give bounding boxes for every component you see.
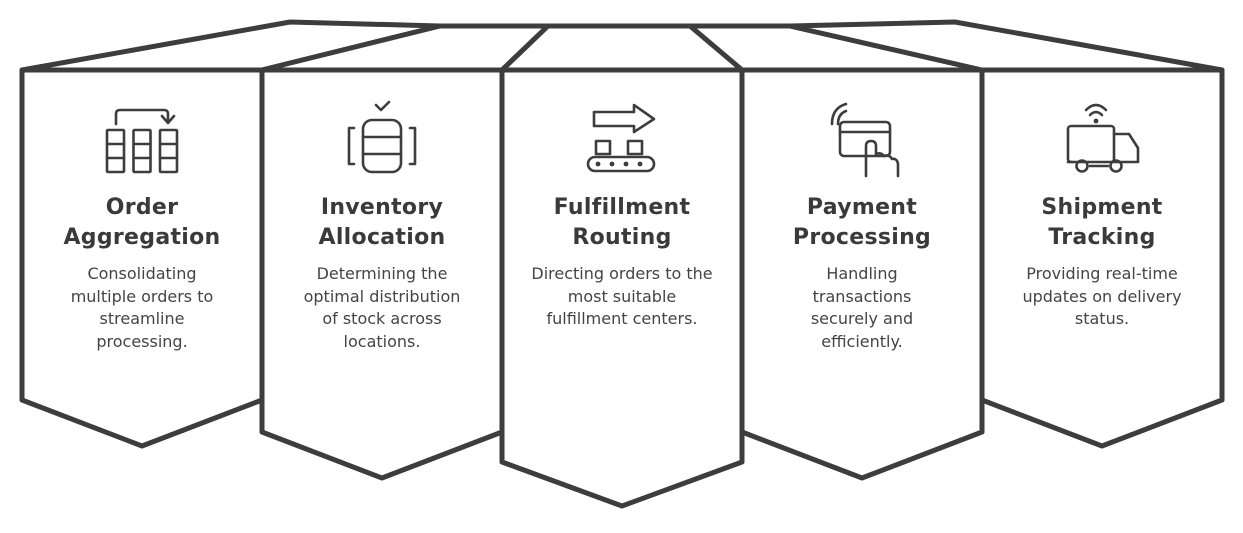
step-description: Providing real-time updates on delivery …: [1022, 264, 1182, 328]
payment-processing-icon: [830, 102, 900, 178]
step-title-line-2: Routing: [572, 225, 672, 250]
step-description: Consolidating multiple orders to streaml…: [70, 264, 214, 351]
step-fulfillment-routing: Fulfillment Routing Directing orders to …: [522, 193, 722, 331]
card-shape-3: [499, 67, 745, 509]
step-description: Determining the optimal distribution of …: [303, 264, 461, 351]
shipment-tracking-icon: [1066, 103, 1140, 173]
step-title-line-1: Shipment: [1041, 195, 1163, 220]
step-title: Shipment Tracking: [1002, 193, 1202, 253]
step-shipment-tracking: Shipment Tracking Providing real-time up…: [1002, 193, 1202, 331]
step-order-aggregation: Order Aggregation Consolidating multiple…: [42, 193, 242, 353]
step-title: Payment Processing: [762, 193, 962, 253]
step-description: Directing orders to the most suitable fu…: [531, 264, 713, 328]
diagram-roof: [19, 19, 1225, 73]
step-title-line-1: Order: [105, 195, 179, 220]
step-payment-processing: Payment Processing Handling transactions…: [762, 193, 962, 353]
step-title-line-2: Aggregation: [63, 225, 221, 250]
step-title-line-1: Inventory: [320, 195, 444, 220]
step-title-line-2: Allocation: [318, 225, 446, 250]
step-description: Handling transactions securely and effic…: [810, 264, 914, 351]
fulfillment-routing-icon: [586, 103, 656, 173]
card-shape-2: [259, 67, 505, 481]
step-title: Order Aggregation: [42, 193, 242, 253]
inventory-allocation-icon: [347, 100, 417, 174]
step-inventory-allocation: Inventory Allocation Determining the opt…: [282, 193, 482, 353]
step-title-line-1: Payment: [806, 195, 918, 220]
card-shape-1: [19, 67, 265, 449]
step-title-line-2: Tracking: [1048, 225, 1156, 250]
step-title: Inventory Allocation: [282, 193, 482, 253]
step-title-line-1: Fulfillment: [553, 195, 691, 220]
step-title-line-2: Processing: [792, 225, 932, 250]
step-title: Fulfillment Routing: [522, 193, 722, 253]
order-aggregation-icon: [105, 108, 179, 174]
